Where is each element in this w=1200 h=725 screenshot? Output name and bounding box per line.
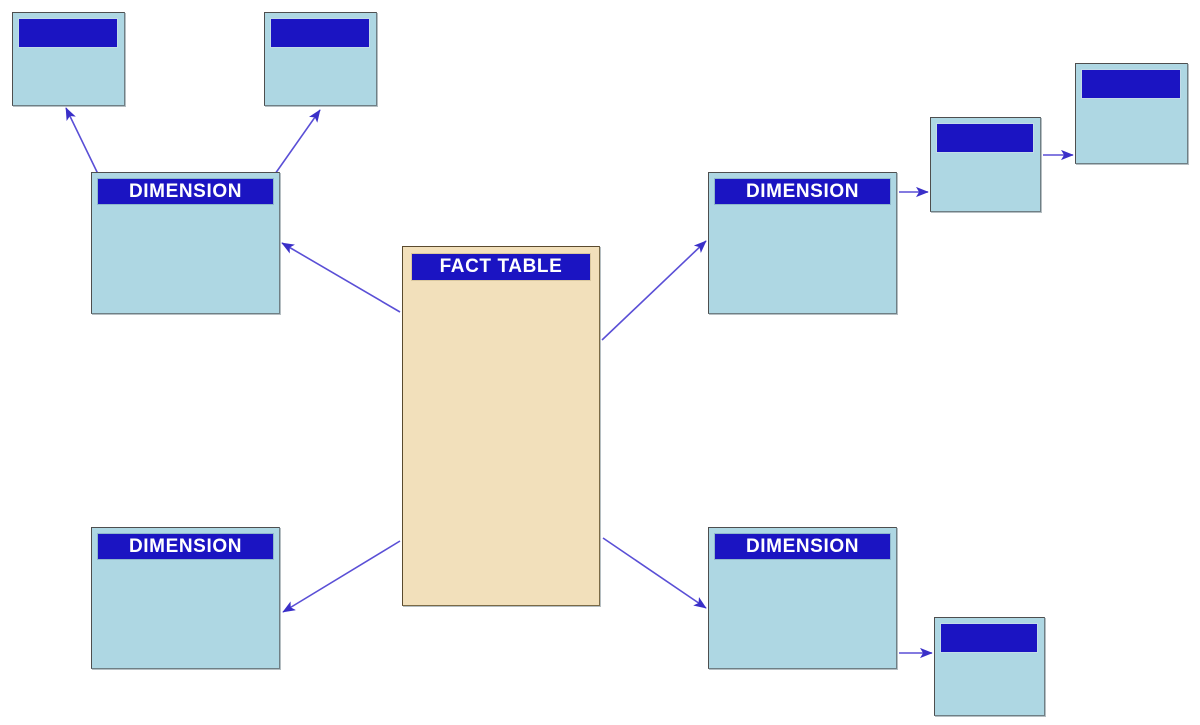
dimension-node[interactable]: DIMENSION xyxy=(91,527,280,669)
sub-dimension-node[interactable] xyxy=(12,12,125,106)
relationship-arrow xyxy=(65,107,99,175)
dimension-title: DIMENSION xyxy=(97,533,274,560)
sub-dimension-title xyxy=(18,18,118,48)
sub-dimension-node[interactable] xyxy=(264,12,377,106)
relationship-arrow xyxy=(602,537,707,609)
dimension-title: DIMENSION xyxy=(97,178,274,205)
fact-table-title: FACT TABLE xyxy=(411,253,591,281)
sub-dimension-title xyxy=(1081,69,1181,99)
dimension-title: DIMENSION xyxy=(714,178,891,205)
dimension-node[interactable]: DIMENSION xyxy=(708,527,897,669)
dimension-node[interactable]: DIMENSION xyxy=(708,172,897,314)
dimension-node[interactable]: DIMENSION xyxy=(91,172,280,314)
relationship-arrow xyxy=(282,540,401,613)
sub-dimension-title xyxy=(270,18,370,48)
sub-dimension-title xyxy=(940,623,1038,653)
relationship-arrow xyxy=(281,242,401,313)
sub-dimension-node[interactable] xyxy=(1075,63,1188,164)
sub-dimension-title xyxy=(936,123,1034,153)
dimension-title: DIMENSION xyxy=(714,533,891,560)
sub-dimension-node[interactable] xyxy=(930,117,1041,212)
relationship-arrow xyxy=(601,240,707,341)
fact-table-node[interactable]: FACT TABLE xyxy=(402,246,600,606)
sub-dimension-node[interactable] xyxy=(934,617,1045,716)
relationship-arrow xyxy=(274,109,321,175)
